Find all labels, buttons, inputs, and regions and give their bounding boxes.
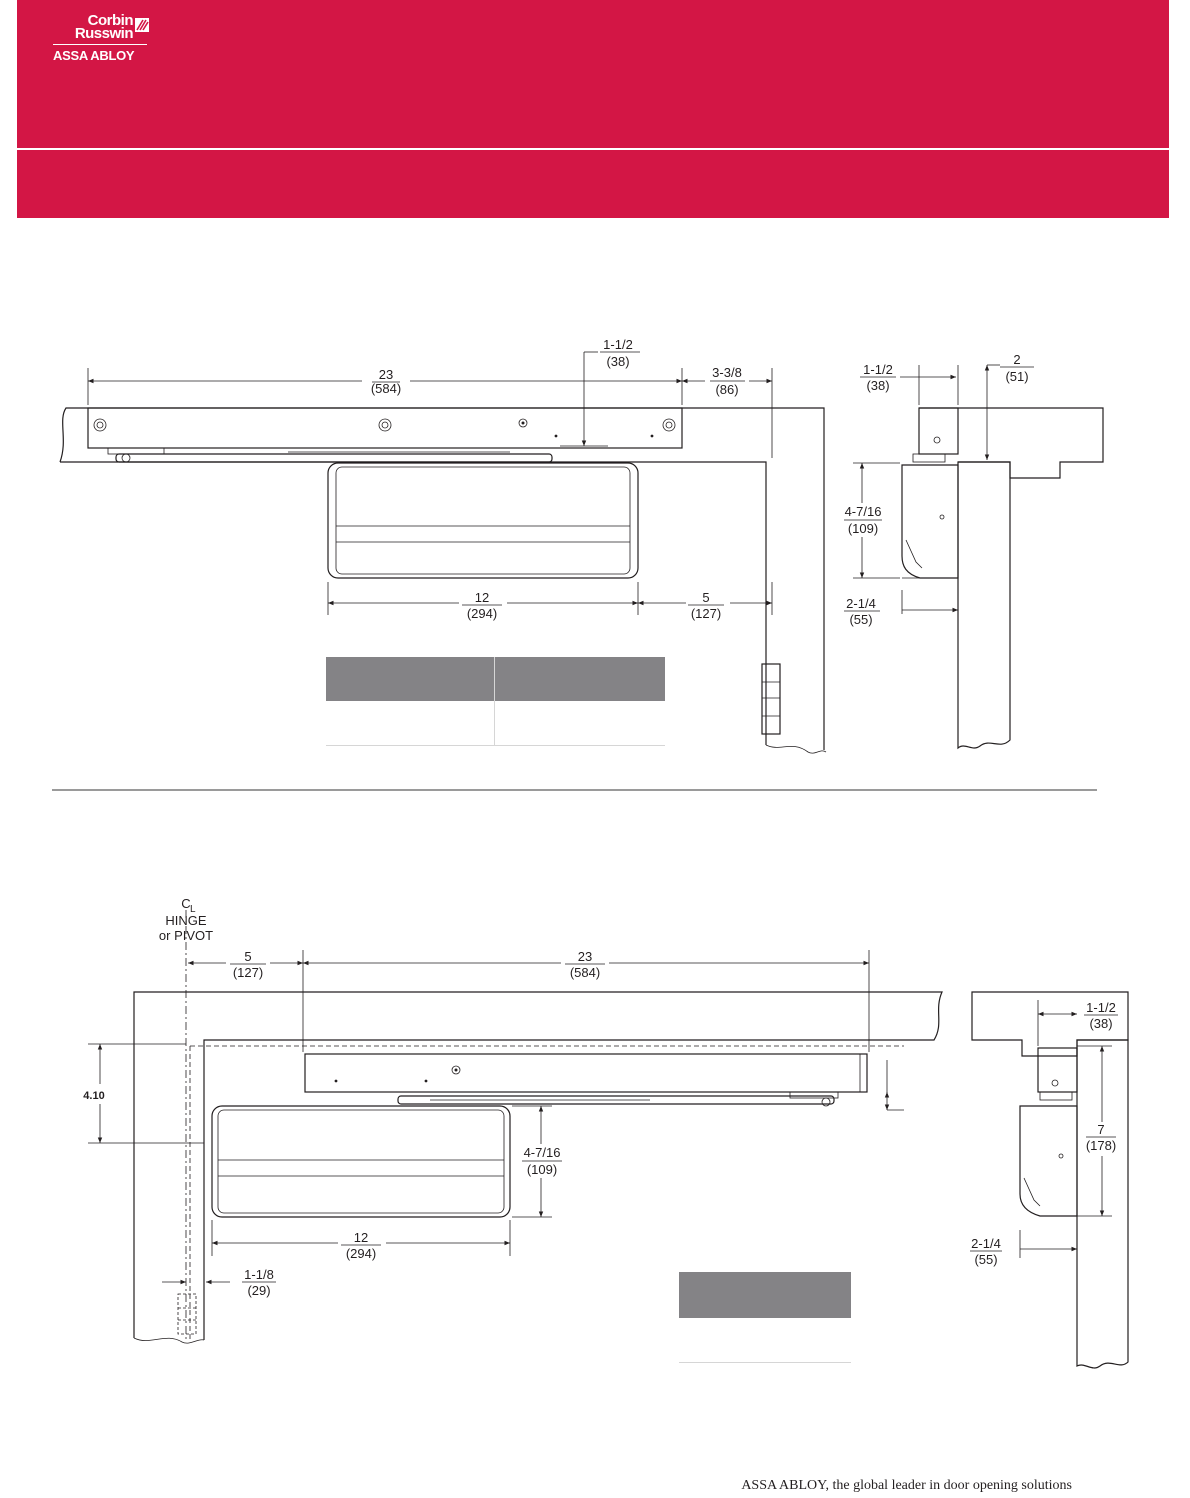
logo-divider (53, 44, 147, 45)
dim-label: (38) (606, 354, 629, 369)
dim-label: 23 (578, 949, 592, 964)
dim-label: 5 (244, 949, 251, 964)
dim-label: 7 (1097, 1122, 1104, 1137)
dim-label: 4-7/16 (845, 504, 882, 519)
dim-label: 1-1/2 (603, 337, 633, 352)
table1-column-divider (494, 657, 495, 745)
table2-header (679, 1272, 851, 1318)
dim-label: (294) (346, 1246, 376, 1261)
logo-word-corbin: Corbin (87, 12, 134, 29)
dim-label: (55) (974, 1252, 997, 1267)
drawing2-front-view (76, 910, 943, 1344)
drawing2-side-labels: 1-1/2 (38) 7 (178) 2-1/4 (55) (970, 1000, 1118, 1267)
hinge-label: HINGE (165, 913, 207, 928)
dim-label: (51) (1005, 369, 1028, 384)
dim-label: 1-1/8 (244, 1267, 274, 1282)
dim-label: 4.10 (83, 1090, 104, 1102)
dim-label: (127) (233, 965, 263, 980)
dim-label: 2-1/4 (971, 1236, 1001, 1251)
dim-label: 2 (1013, 352, 1020, 367)
dim-label: 12 (475, 590, 489, 605)
dim-label: (584) (570, 965, 600, 980)
dim-label: 2-1/4 (846, 596, 876, 611)
dim-label: 5 (702, 590, 709, 605)
dim-label: 1-1/2 (1086, 1000, 1116, 1015)
table2-row (679, 1318, 851, 1363)
header-banner: Corbin Russwin ASSA ABLOY (17, 0, 1169, 218)
dim-label: (109) (848, 521, 878, 536)
pivot-label: or PIVOT (159, 928, 213, 943)
dim-label: 1-1/2 (863, 362, 893, 377)
dim-label: 4-7/16 (524, 1145, 561, 1160)
drawing1-front-view (59, 351, 827, 754)
brand-logo: Corbin Russwin ASSA ABLOY (53, 12, 149, 63)
dim-label: (38) (1089, 1016, 1112, 1031)
table1-header (326, 657, 665, 701)
dim-label: (178) (1086, 1138, 1116, 1153)
dim-label: (86) (715, 382, 738, 397)
header-rule (17, 148, 1169, 150)
dim-label: 12 (354, 1230, 368, 1245)
drawing2-dimension-labels: C L HINGE or PIVOT 5 (127) 23 (584) 4.10… (83, 896, 605, 1298)
dim-label: (55) (849, 612, 872, 627)
dim-label: (584) (371, 381, 401, 396)
dim-label: (294) (467, 606, 497, 621)
dim-label: (29) (247, 1283, 270, 1298)
centerline-l-label: L (190, 904, 196, 915)
logo-word-russwin: Russwin (74, 25, 134, 42)
drawing1-dimension-labels: 23 (584) 1-1/2 (38) 3-3/8 (86) 12 (294) … (371, 337, 745, 621)
table1-row (326, 701, 665, 746)
section-divider (52, 789, 1097, 791)
drawing1-side-labels: 1-1/2 (38) 2 (51) 4-7/16 (109) 2-1/4 (55… (844, 352, 1034, 627)
logo-assa-abloy: ASSA ABLOY (53, 48, 135, 63)
dim-label: 23 (379, 367, 393, 382)
centerline-c-label: C (181, 896, 190, 911)
dim-label: (109) (527, 1162, 557, 1177)
drawing1-side-view (842, 364, 1104, 750)
dim-label: 3-3/8 (712, 365, 742, 380)
footer-tagline: ASSA ABLOY, the global leader in door op… (741, 1478, 1072, 1493)
dim-label: (38) (866, 378, 889, 393)
drawing2-side-view (971, 991, 1129, 1369)
brand-mark-icon (135, 18, 149, 32)
dim-label: (127) (691, 606, 721, 621)
